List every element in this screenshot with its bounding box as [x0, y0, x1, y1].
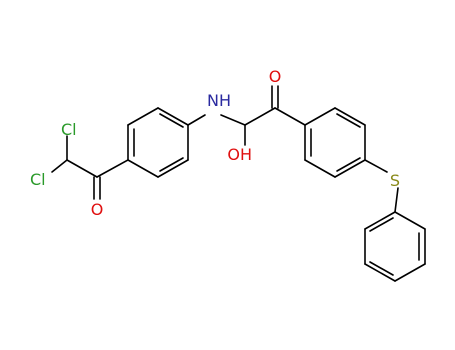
ring-left-inner-2 [159, 113, 184, 128]
ring-right-bond-2 [334, 107, 366, 126]
bond-ch-carbonyl [244, 107, 276, 126]
ring-phenyl-inner-3 [369, 217, 394, 232]
ring-left-bond-5 [157, 159, 189, 178]
atom-cl-bottom: Cl [30, 170, 46, 189]
bond-carbonyl-ring-right [274, 107, 306, 126]
bond-nh-ch [220, 114, 246, 126]
atom-h-hydroxyl: H [240, 145, 252, 164]
atom-s-thioether: S [390, 171, 400, 190]
ring-phenyl-inner-2 [369, 261, 394, 276]
bond-carbonyl-ring-left [96, 159, 129, 178]
bond-c-cl-bottom [51, 159, 68, 173]
bond-chcl2-carbonyl [66, 159, 98, 178]
bond-ring-nh [187, 114, 206, 126]
bond-s-phenyl [394, 187, 399, 213]
ring-left-bond-3 [157, 107, 189, 126]
atom-o-ketone-left: O [91, 200, 104, 219]
ring-left-inner-3 [159, 157, 184, 172]
ring-phenyl-bond-3 [394, 263, 426, 282]
ring-right-inner-1 [336, 113, 361, 128]
ring-right-bond-1 [304, 107, 336, 126]
atom-cl-top: Cl [61, 120, 77, 139]
ring-phenyl-bond-1 [394, 211, 426, 230]
atom-o-hydroxyl: O [227, 145, 240, 164]
atom-o-ketone-right: O [269, 67, 282, 86]
ring-left-bond-2 [127, 107, 159, 126]
ring-left-bond-6 [127, 159, 159, 178]
ring-phenyl-bond-6 [364, 211, 396, 230]
ring-phenyl-bond-4 [364, 263, 396, 282]
bond-ring-s [364, 159, 388, 173]
atom-h-amine: H [219, 91, 231, 110]
ring-right-inner-2 [336, 157, 361, 172]
atom-n-amine: N [207, 91, 219, 110]
ring-right-bond-5 [304, 159, 336, 178]
ring-right-bond-4 [334, 159, 366, 178]
